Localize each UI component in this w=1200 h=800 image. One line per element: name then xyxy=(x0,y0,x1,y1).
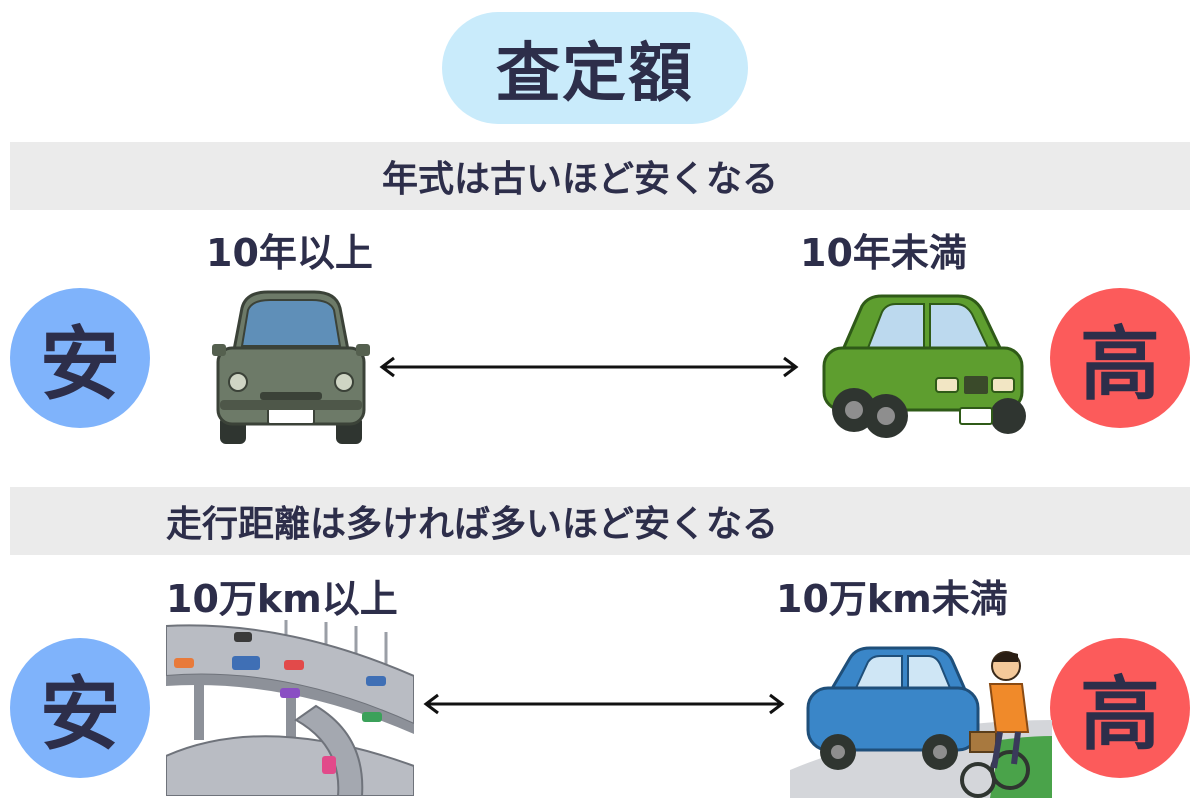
blue-car-cyclist-icon xyxy=(790,646,1052,798)
highway-icon xyxy=(166,616,414,796)
year-heading-band: 年式は古いほど安くなる xyxy=(10,142,1190,210)
year-heading: 年式は古いほど安くなる xyxy=(381,159,778,200)
old-car-icon xyxy=(212,290,370,444)
mileage-high-label: 10万km以上 xyxy=(166,577,398,621)
double-arrow-icon xyxy=(379,356,799,378)
high-badge-year: 高 xyxy=(1050,288,1190,428)
page-title: 査定額 xyxy=(442,12,748,124)
year-new-label: 10年未満 xyxy=(800,231,967,275)
mileage-heading-band: 走行距離は多ければ多いほど安くなる xyxy=(10,487,1190,555)
cheap-badge-mileage: 安 xyxy=(10,638,150,778)
high-badge-mileage: 高 xyxy=(1050,638,1190,778)
year-old-label: 10年以上 xyxy=(206,231,373,275)
cheap-badge-year: 安 xyxy=(10,288,150,428)
mileage-low-label: 10万km未満 xyxy=(776,577,1008,621)
mileage-heading: 走行距離は多ければ多いほど安くなる xyxy=(166,504,779,545)
double-arrow-icon xyxy=(423,693,785,715)
green-car-icon xyxy=(822,294,1026,438)
